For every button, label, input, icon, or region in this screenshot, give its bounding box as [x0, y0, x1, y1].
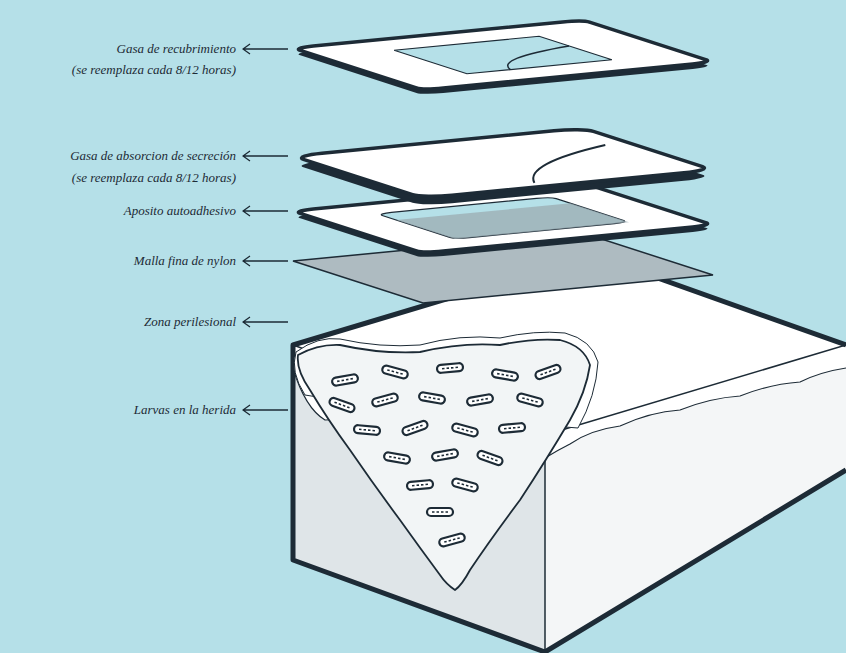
- larva: [427, 508, 453, 516]
- larva: [492, 369, 519, 381]
- leader-arrow: [243, 44, 288, 54]
- larva: [499, 423, 526, 433]
- part-label: Malla fina de nylon: [134, 253, 236, 269]
- larva: [438, 533, 465, 547]
- part-label: Gasa de recubrimiento: [117, 41, 236, 57]
- larva: [401, 420, 428, 436]
- larva: [437, 363, 464, 373]
- part-label: Aposito autoadhesivo: [124, 203, 236, 219]
- larva: [476, 450, 503, 466]
- larva: [467, 394, 494, 406]
- replacement-note: (se reemplaza cada 8/12 horas): [72, 170, 236, 186]
- part-label: Gasa de absorcion de secreción: [70, 148, 236, 164]
- wound-cavity: [298, 340, 590, 590]
- absorbent-gauze: [293, 128, 713, 206]
- block-edge: [544, 435, 546, 652]
- larva: [432, 449, 459, 461]
- larva: [354, 425, 381, 435]
- larva: [516, 393, 543, 407]
- larvae-group: [328, 363, 561, 547]
- larva: [534, 364, 561, 380]
- larva: [451, 478, 478, 492]
- block-outline: [293, 255, 846, 652]
- larva: [381, 365, 408, 379]
- leader-arrow: [243, 405, 288, 415]
- larva: [332, 374, 359, 386]
- larva: [407, 480, 434, 490]
- larva: [384, 452, 411, 464]
- leader-arrows: [243, 44, 288, 415]
- leader-arrow: [243, 206, 288, 216]
- part-label: Larvas en la herida: [134, 402, 236, 418]
- replacement-note: (se reemplaza cada 8/12 horas): [72, 62, 236, 78]
- larva: [371, 393, 398, 407]
- leader-arrow: [243, 151, 288, 161]
- tissue-block: [293, 255, 846, 652]
- leader-arrow: [243, 256, 288, 266]
- larva: [328, 397, 355, 413]
- leader-arrow: [243, 317, 288, 327]
- larva: [451, 423, 478, 437]
- cover-gauze: [293, 20, 713, 95]
- larva: [419, 392, 446, 404]
- part-label: Zona perilesional: [144, 314, 236, 330]
